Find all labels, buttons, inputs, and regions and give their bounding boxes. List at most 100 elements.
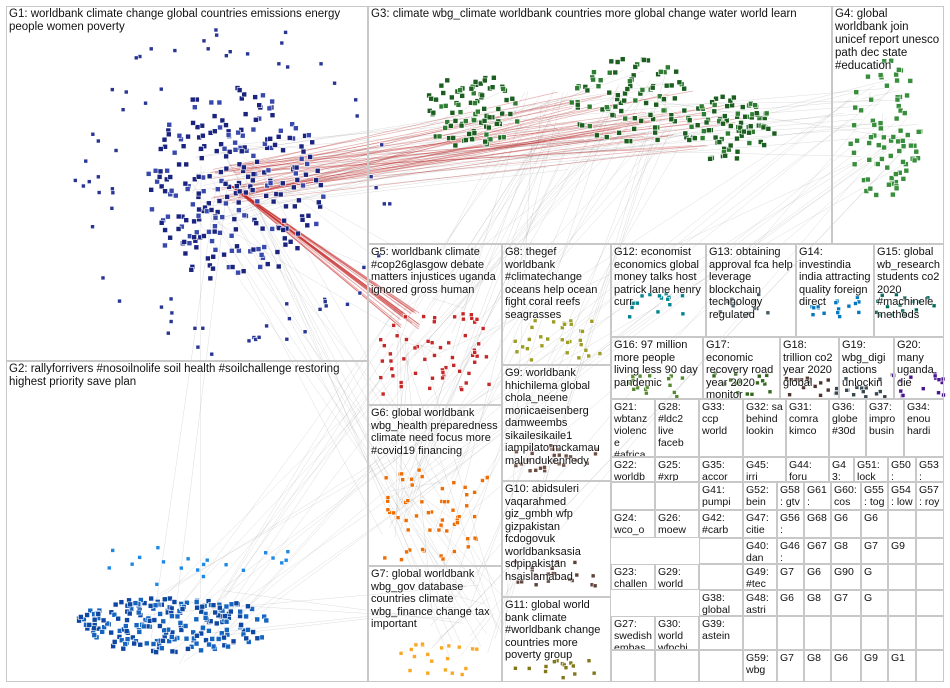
- group-G5[interactable]: G5: worldbank climate #cop26glasgow deba…: [368, 244, 502, 405]
- group-G20[interactable]: G20: many uganda die: [894, 337, 944, 399]
- node[interactable]: [438, 522, 444, 528]
- node[interactable]: [399, 471, 404, 477]
- node[interactable]: [639, 293, 645, 299]
- node[interactable]: [212, 214, 219, 221]
- node[interactable]: [529, 451, 535, 456]
- node[interactable]: [229, 264, 236, 270]
- node[interactable]: [195, 173, 202, 180]
- node[interactable]: [318, 61, 324, 67]
- node[interactable]: [440, 369, 446, 375]
- node[interactable]: [597, 351, 603, 356]
- node[interactable]: [236, 161, 243, 168]
- node[interactable]: [87, 607, 94, 614]
- node[interactable]: [844, 387, 850, 393]
- node[interactable]: [194, 604, 200, 611]
- node[interactable]: [866, 157, 873, 163]
- node[interactable]: [764, 373, 770, 378]
- node[interactable]: [279, 180, 286, 187]
- group-G13[interactable]: G13: obtaining approval fca help leverag…: [706, 244, 796, 337]
- node[interactable]: [514, 349, 520, 355]
- node[interactable]: [472, 514, 477, 519]
- node[interactable]: [514, 449, 519, 454]
- node[interactable]: [210, 253, 217, 260]
- node[interactable]: [278, 127, 284, 134]
- node[interactable]: [314, 167, 321, 174]
- node[interactable]: [388, 351, 393, 357]
- node[interactable]: [131, 640, 137, 647]
- node[interactable]: [287, 316, 292, 321]
- node[interactable]: [442, 499, 447, 505]
- node[interactable]: [285, 549, 291, 554]
- small-group-tile[interactable]: G40: dan: [743, 538, 777, 564]
- small-group-tile[interactable]: G8: [804, 650, 831, 682]
- node[interactable]: [580, 329, 585, 334]
- small-group-tile[interactable]: G36: globe #30d: [829, 399, 866, 457]
- node[interactable]: [722, 381, 728, 386]
- node[interactable]: [529, 325, 535, 330]
- node[interactable]: [475, 108, 481, 115]
- node[interactable]: [900, 159, 906, 165]
- node[interactable]: [881, 134, 887, 141]
- node[interactable]: [858, 107, 864, 114]
- node[interactable]: [137, 641, 144, 648]
- node[interactable]: [255, 246, 262, 252]
- node[interactable]: [438, 345, 443, 350]
- node[interactable]: [727, 97, 734, 104]
- node[interactable]: [233, 226, 239, 233]
- node[interactable]: [459, 93, 465, 99]
- node[interactable]: [856, 310, 862, 315]
- node[interactable]: [180, 143, 187, 149]
- node[interactable]: [864, 176, 871, 183]
- node[interactable]: [124, 617, 130, 623]
- node[interactable]: [91, 616, 98, 623]
- node[interactable]: [931, 303, 937, 309]
- node[interactable]: [649, 84, 656, 91]
- node[interactable]: [591, 670, 597, 676]
- node[interactable]: [229, 248, 235, 254]
- node[interactable]: [529, 357, 534, 363]
- node[interactable]: [378, 337, 383, 342]
- node[interactable]: [191, 234, 197, 241]
- node[interactable]: [799, 377, 804, 383]
- node[interactable]: [150, 641, 157, 647]
- node[interactable]: [904, 132, 911, 138]
- node[interactable]: [272, 142, 278, 148]
- node[interactable]: [430, 375, 435, 381]
- small-group-tile[interactable]: [699, 564, 743, 590]
- node[interactable]: [491, 74, 497, 81]
- small-group-tile[interactable]: [655, 482, 699, 510]
- node[interactable]: [898, 388, 904, 394]
- node[interactable]: [137, 555, 142, 560]
- node[interactable]: [542, 465, 547, 470]
- node[interactable]: [303, 171, 309, 178]
- node[interactable]: [936, 390, 941, 396]
- node[interactable]: [234, 183, 240, 189]
- node[interactable]: [654, 137, 661, 143]
- node[interactable]: [235, 129, 241, 136]
- node[interactable]: [586, 658, 592, 664]
- node[interactable]: [890, 134, 897, 140]
- node[interactable]: [285, 64, 290, 70]
- node[interactable]: [452, 118, 459, 124]
- node[interactable]: [890, 191, 896, 198]
- node[interactable]: [556, 461, 562, 467]
- node[interactable]: [821, 310, 827, 316]
- node[interactable]: [425, 652, 431, 657]
- node[interactable]: [555, 447, 561, 452]
- node[interactable]: [305, 212, 312, 219]
- node[interactable]: [284, 301, 290, 307]
- small-group-tile[interactable]: G9: [888, 538, 916, 564]
- node[interactable]: [182, 623, 189, 629]
- node[interactable]: [449, 94, 455, 101]
- node[interactable]: [526, 666, 532, 671]
- node[interactable]: [835, 310, 841, 315]
- node[interactable]: [587, 123, 593, 129]
- small-group-tile[interactable]: G46: few: [777, 538, 804, 564]
- node[interactable]: [323, 303, 329, 309]
- node[interactable]: [414, 513, 419, 519]
- node[interactable]: [734, 135, 740, 142]
- node[interactable]: [793, 377, 799, 383]
- node[interactable]: [167, 595, 173, 602]
- node[interactable]: [440, 375, 445, 381]
- node[interactable]: [847, 141, 854, 147]
